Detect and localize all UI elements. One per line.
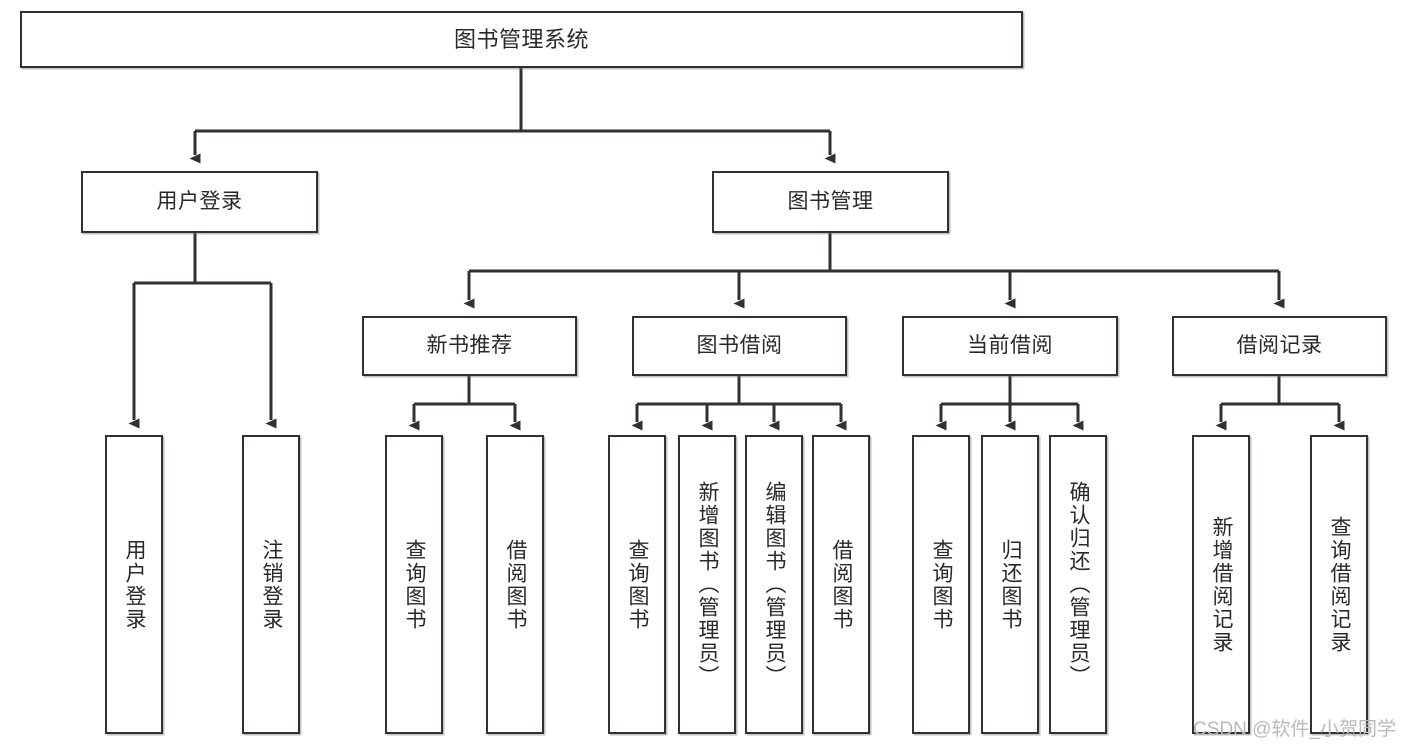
node-leaf-edit-book[interactable]: 编辑图书（管理员）	[745, 435, 803, 734]
node-label: 借阅图书	[830, 538, 854, 631]
node-label: 注销登录	[260, 538, 284, 631]
node-leaf-query-book-current[interactable]: 查询图书	[912, 435, 970, 734]
node-label: 当前借阅	[967, 333, 1053, 357]
node-label: 借阅记录	[1236, 333, 1323, 357]
node-leaf-query-book-recommend[interactable]: 查询图书	[385, 435, 443, 734]
node-label: 图书管理	[787, 189, 874, 213]
node-leaf-query-book-borrow[interactable]: 查询图书	[608, 435, 666, 734]
node-label: 新增借阅记录	[1210, 515, 1234, 654]
node-new-book-recommend[interactable]: 新书推荐	[362, 316, 577, 376]
node-book-management[interactable]: 图书管理	[712, 171, 949, 233]
node-leaf-borrow-book-recommend[interactable]: 借阅图书	[486, 435, 544, 734]
node-label: 用户登录	[123, 538, 147, 631]
node-label: 图书借阅	[696, 333, 783, 357]
node-label: 归还图书	[999, 538, 1023, 631]
node-leaf-add-book[interactable]: 新增图书（管理员）	[678, 435, 736, 734]
node-leaf-borrow-book[interactable]: 借阅图书	[812, 435, 870, 734]
node-label: 新增图书（管理员）	[696, 481, 720, 688]
node-label: 查询图书	[403, 538, 427, 631]
node-book-management-system[interactable]: 图书管理系统	[20, 11, 1023, 68]
node-label: 编辑图书（管理员）	[763, 481, 787, 688]
node-user-login[interactable]: 用户登录	[81, 171, 318, 233]
node-borrow-record[interactable]: 借阅记录	[1172, 316, 1387, 376]
node-label: 查询图书	[930, 538, 954, 631]
node-label: 借阅图书	[504, 538, 528, 631]
node-label: 查询借阅记录	[1328, 515, 1352, 654]
node-leaf-user-login[interactable]: 用户登录	[105, 435, 163, 734]
node-label: 确认归还（管理员）	[1067, 481, 1091, 688]
node-leaf-query-borrow-record[interactable]: 查询借阅记录	[1310, 435, 1368, 734]
node-leaf-confirm-return[interactable]: 确认归还（管理员）	[1049, 435, 1107, 734]
node-label: 用户登录	[156, 189, 243, 213]
node-leaf-logout-login[interactable]: 注销登录	[242, 435, 300, 734]
node-label: 图书管理系统	[453, 26, 589, 52]
node-current-borrow[interactable]: 当前借阅	[902, 316, 1118, 376]
node-leaf-add-borrow-record[interactable]: 新增借阅记录	[1192, 435, 1250, 734]
node-leaf-return-book[interactable]: 归还图书	[981, 435, 1039, 734]
node-book-borrow[interactable]: 图书借阅	[632, 316, 847, 376]
node-label: 新书推荐	[426, 333, 513, 357]
node-label: 查询图书	[626, 538, 650, 631]
